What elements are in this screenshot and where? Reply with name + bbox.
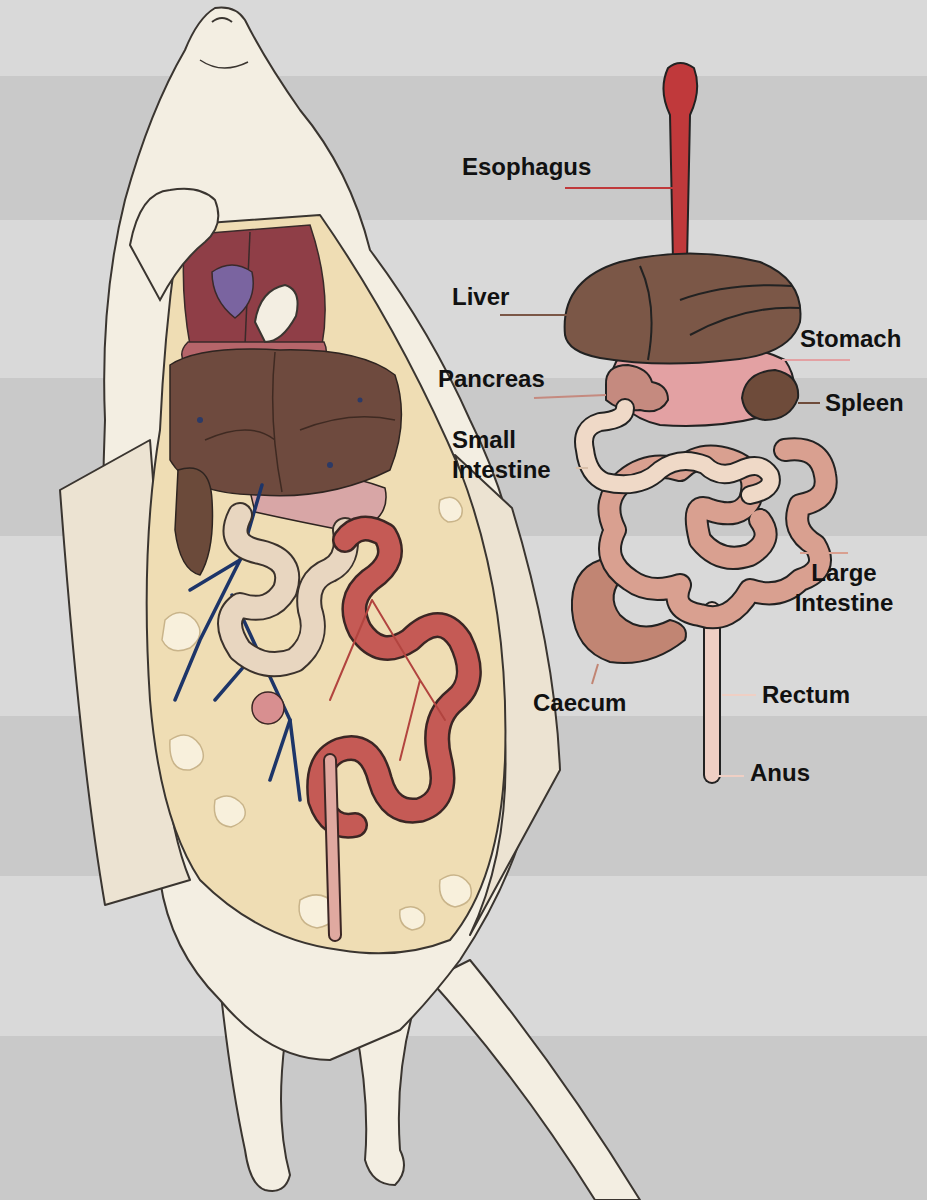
organ-label: Esophagus <box>462 152 591 182</box>
organ-label: Liver <box>452 282 509 312</box>
organ-label: Large Intestine <box>774 558 914 618</box>
organ-diagram <box>565 63 801 663</box>
thoracic-organs <box>182 225 327 362</box>
organ-label: Anus <box>750 758 810 788</box>
organ-label: Stomach <box>800 324 901 354</box>
rat-hands <box>130 189 298 342</box>
organ-label: Small Intestine <box>452 425 582 485</box>
leader-lines <box>500 188 850 776</box>
organ-label: Pancreas <box>438 364 545 394</box>
diagram-intestines <box>584 408 826 775</box>
organ-label: Caecum <box>533 688 626 718</box>
fat-deposits <box>162 497 471 930</box>
large-intestine-coils <box>319 529 469 935</box>
small-intestine-coils <box>230 515 346 724</box>
organ-label: Rectum <box>762 680 850 710</box>
organ-label: Spleen <box>825 388 904 418</box>
rat-figure <box>60 8 640 1200</box>
